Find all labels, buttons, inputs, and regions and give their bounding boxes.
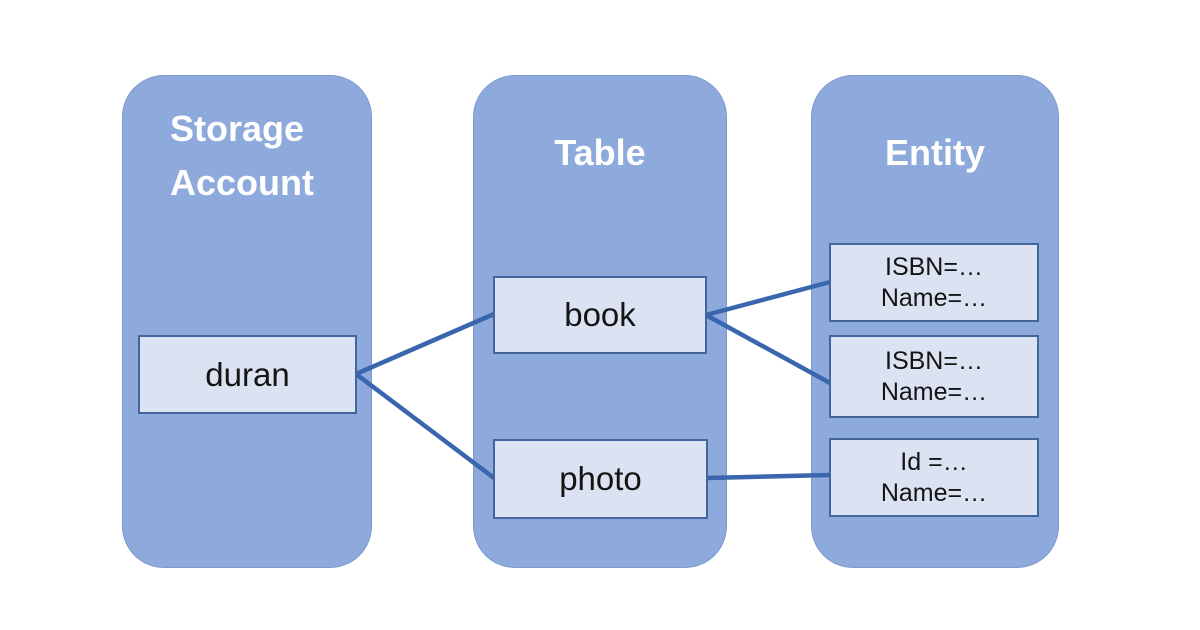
node-duran-label: duran	[205, 355, 290, 393]
node-entity-2-line1: ISBN=…	[885, 346, 983, 375]
storage-account-title-line1: Storage	[170, 108, 305, 149]
node-photo: photo	[493, 439, 708, 519]
table-title: Table	[554, 132, 646, 173]
connector-book-entity-2	[703, 312, 833, 386]
entity-title: Entity	[884, 132, 985, 173]
storage-account-title: Storage Account	[170, 102, 314, 210]
node-entity-1-line1: ISBN=…	[885, 252, 983, 281]
panel-storage-account	[122, 75, 372, 568]
node-book: book	[493, 276, 707, 354]
connector-duran-photo	[353, 371, 497, 481]
connector-photo-entity-3	[704, 472, 833, 481]
node-entity-3-line1: Id =…	[900, 447, 968, 476]
node-entity-2-line2: Name=…	[880, 377, 988, 406]
node-entity-2: ISBN=… Name=…	[829, 335, 1039, 418]
node-duran: duran	[138, 335, 357, 414]
node-entity-3-line2: Name=…	[880, 478, 988, 507]
node-photo-label: photo	[559, 460, 642, 497]
connector-duran-book	[353, 311, 497, 377]
connector-book-entity-1	[703, 279, 833, 318]
storage-account-title-line2: Account	[170, 162, 314, 203]
node-book-label: book	[564, 296, 636, 333]
node-entity-1: ISBN=… Name=…	[829, 243, 1039, 322]
node-entity-3: Id =… Name=…	[829, 438, 1039, 517]
node-entity-1-line2: Name=…	[880, 283, 988, 312]
